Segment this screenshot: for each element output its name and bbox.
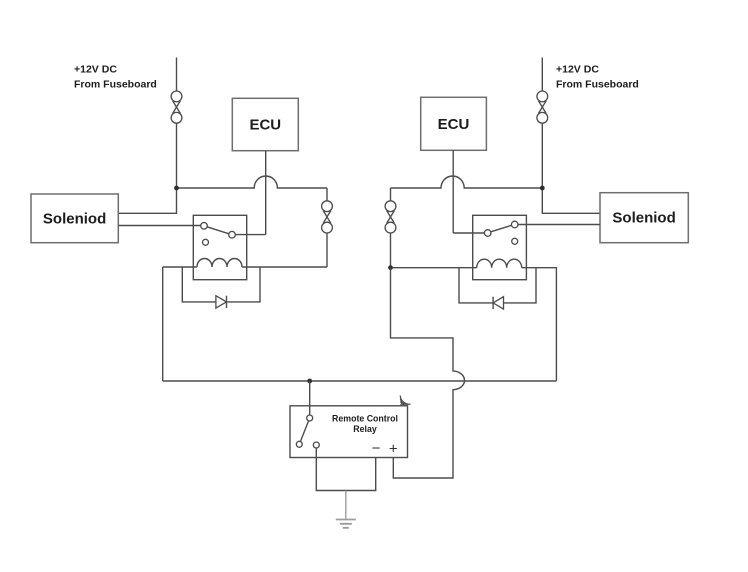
relay-box-right [472,214,528,281]
remote-relay-label: Remote Control [332,414,398,424]
fuse-icon [384,200,397,213]
relay-coil-icon [196,257,243,268]
ecu-label-left: ECU [249,117,281,134]
relay-switch-lever [206,226,230,235]
relay-contact [306,414,314,422]
wire [541,123,600,214]
supply-label-left: From Fuseboard [74,79,157,91]
relay-switch-icon [295,414,320,449]
solenoid-label-left: Soleniod [43,211,106,228]
junction-dot [174,185,179,191]
left-circuit [30,57,334,381]
ground-icon [335,490,356,529]
wireless-signal-icon [399,395,411,406]
supply-label-right: +12V DC [556,64,599,76]
diode-icon [215,294,228,310]
relay-switch-icon [483,220,519,245]
wire [181,267,261,303]
fuse-icon [322,210,332,224]
remote-relay-label: Relay [353,424,377,434]
wire [521,267,558,381]
ecu-wire-right [452,150,485,234]
fuse-icon [170,90,183,103]
solenoid-box-left [30,193,120,244]
relay-contact [312,441,320,449]
fuse-icon [537,100,547,114]
wire [458,267,537,304]
relay-contact [228,230,236,239]
solenoid-box-right [599,191,690,244]
relay-contact [201,238,210,246]
fuse-icon [320,200,334,234]
relay-coil-icon [476,258,523,268]
relay-switch-icon [200,221,236,246]
wireless-signal-icon [400,401,405,406]
ecu-box-right [419,96,488,152]
wire-bus [390,175,543,189]
relay-contact [200,221,208,230]
wireless-signal-icon [400,404,402,406]
ground-icon [335,518,356,529]
fuse-icon [536,90,549,103]
diode-icon [215,294,228,310]
fuse-icon [320,221,334,234]
diode-icon [491,295,505,311]
ecu-wire-left [235,150,267,236]
relay-box-left [192,214,248,281]
junction-dot [539,185,545,191]
remote-control-relay [289,381,411,529]
remote-relay-box [289,405,409,459]
wire [389,267,466,479]
fuse-icon [384,221,397,234]
right-circuit [384,57,690,479]
wire-bus [176,175,327,189]
relay-switch-lever [299,420,310,442]
relay-contact [483,229,492,237]
fuse-icon [172,100,181,114]
fuse-icon [384,200,397,234]
ecu-box-left [231,97,300,152]
supply-label-left: +12V DC [74,64,117,76]
wire [118,123,178,214]
relay-contact [511,237,519,245]
fuse-icon [320,200,334,213]
fuse-icon [170,111,183,124]
wire [315,448,377,492]
relay-contact [510,220,519,229]
supply-label-right: From Fuseboard [556,79,639,91]
solenoid-label-right: Soleniod [612,210,675,227]
minus-terminal-label: − [372,440,381,457]
relay-contact [295,440,303,448]
fuse-icon [386,210,395,224]
relay-switch-lever [490,224,512,233]
fuse-icon [536,111,549,124]
plus-terminal-label: + [389,441,398,458]
fuse-icon [170,90,183,124]
fuse-icon [536,90,549,124]
diode-icon [491,295,505,311]
ecu-label-right: ECU [438,116,470,133]
wireless-signal-icon [399,395,411,405]
